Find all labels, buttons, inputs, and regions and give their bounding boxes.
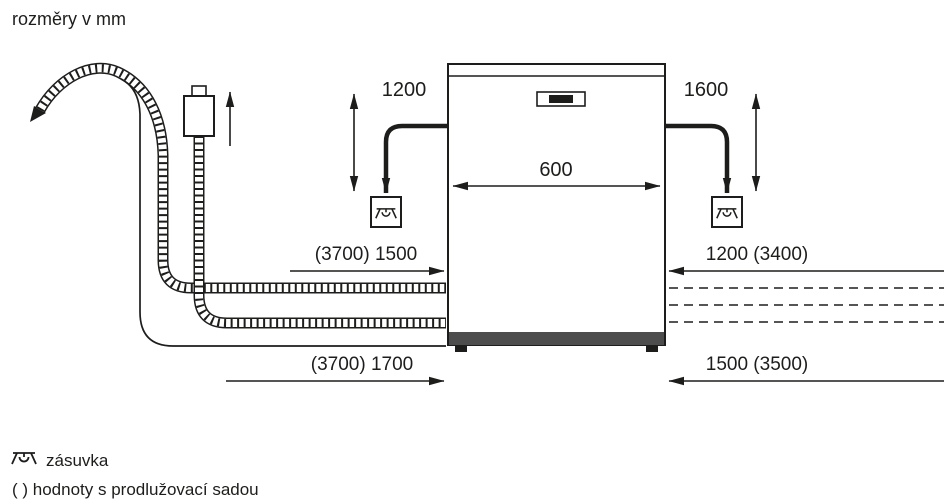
socket-box-right bbox=[711, 196, 743, 228]
socket-icon bbox=[375, 208, 397, 220]
hose-extensions-dashed bbox=[669, 287, 944, 323]
dimension-right-cable-label: 1600 bbox=[684, 79, 729, 101]
right-cable bbox=[665, 123, 732, 194]
dimension-hose-top-left: (3700) 1500 bbox=[290, 244, 445, 276]
dimension-hose-bottom-right: 1500 (3500) bbox=[668, 354, 944, 386]
supply-hose bbox=[193, 136, 446, 329]
supply-hose-outline bbox=[193, 136, 446, 329]
dishwasher-outline bbox=[447, 63, 666, 352]
left-cable bbox=[381, 123, 448, 194]
drain-hose-ribs bbox=[36, 64, 446, 292]
legend-socket-label: zásuvka bbox=[46, 451, 109, 470]
dimension-left-cable-label: 1200 bbox=[382, 79, 427, 101]
dimension-hose-top-left-label: (3700) 1500 bbox=[315, 244, 417, 265]
page-title: rozměry v mm bbox=[12, 9, 126, 29]
aquastop-valve bbox=[183, 85, 235, 146]
socket-box-left bbox=[370, 196, 402, 228]
appliance-foot-right bbox=[646, 345, 658, 352]
dimension-hose-top-right: 1200 (3400) bbox=[668, 244, 944, 276]
drain-hose-tip bbox=[30, 106, 46, 122]
supply-hose-ribs bbox=[195, 136, 446, 327]
legend-note: ( ) hodnoty s prodlužovací sadou bbox=[12, 480, 259, 499]
socket-icon bbox=[11, 452, 37, 465]
dimension-hose-bottom-left: (3700) 1700 bbox=[226, 354, 445, 386]
aquastop-connector bbox=[191, 85, 207, 97]
socket-icon bbox=[716, 208, 738, 220]
dimension-hose-bottom-right-label: 1500 (3500) bbox=[706, 354, 808, 375]
dimension-hose-bottom-left-label: (3700) 1700 bbox=[311, 354, 413, 375]
appliance-foot-left bbox=[455, 345, 467, 352]
power-cord bbox=[120, 78, 446, 347]
aquastop-body bbox=[183, 95, 215, 137]
legend: zásuvka ( ) hodnoty s prodlužovací sadou bbox=[11, 451, 259, 499]
dimension-hose-top-right-label: 1200 (3400) bbox=[706, 244, 808, 265]
supply-hose-fill bbox=[195, 136, 446, 327]
control-panel bbox=[536, 91, 586, 107]
drain-hose bbox=[30, 62, 446, 294]
left-cable-to-socket: 1200 bbox=[349, 79, 448, 228]
dimension-width-label: 600 bbox=[539, 159, 572, 181]
appliance-base bbox=[449, 332, 664, 345]
control-panel-display bbox=[549, 95, 573, 103]
dimension-appliance-width: 600 bbox=[452, 159, 661, 191]
right-cable-to-socket: 1600 bbox=[665, 79, 761, 228]
